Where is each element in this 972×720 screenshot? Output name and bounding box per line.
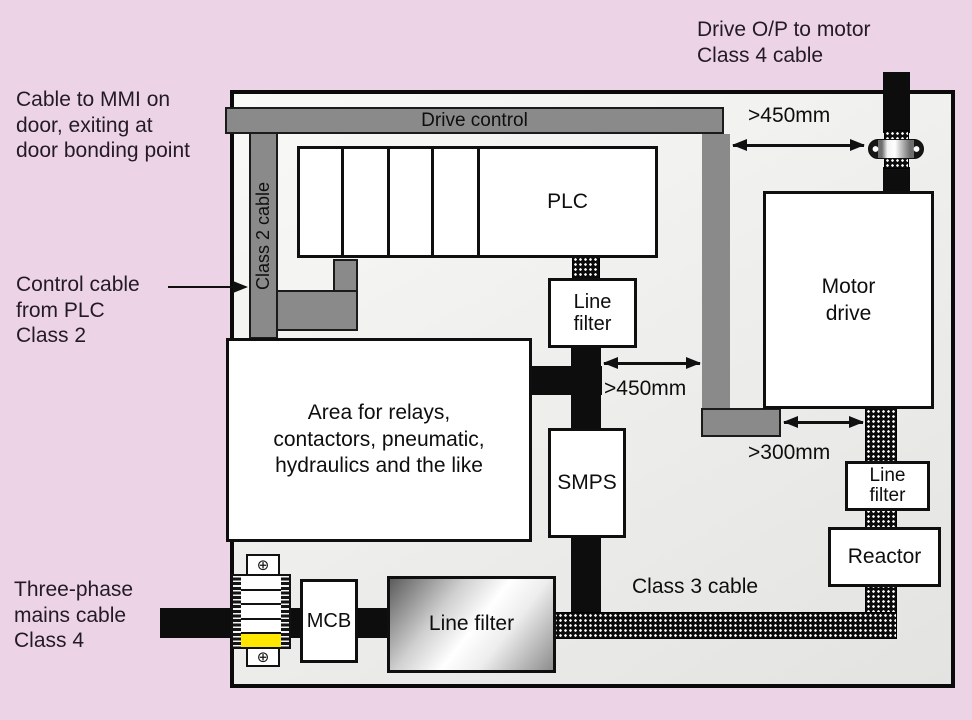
arrowhead-left-icon: [732, 139, 747, 151]
plc-drop-stub: [333, 259, 358, 295]
terminal-screw-top: ⊕: [246, 554, 280, 576]
drive-output-cable-upper: [883, 72, 910, 133]
terminal-rows: [241, 576, 281, 647]
dim-top-clearance: >450mm: [748, 104, 831, 127]
terminal-row: [241, 590, 281, 604]
smps-box: SMPS: [548, 428, 626, 538]
plc-filter-link: [572, 256, 600, 280]
drive-control-label: Drive control: [421, 109, 528, 131]
terminal-screw-bottom: ⊕: [246, 647, 280, 667]
smps-label: SMPS: [557, 470, 617, 494]
label-mmi-cable: Cable to MMI on door, exiting at door bo…: [16, 88, 190, 163]
line-filter-right-box: Line filter: [845, 461, 930, 511]
plc-module-divider: [341, 149, 344, 255]
reactor-label: Reactor: [847, 544, 922, 568]
drive-output-cable-lower: [883, 167, 910, 193]
drive-control-bar: Drive control: [225, 107, 724, 134]
class2-cable-duct: Class 2 cable: [249, 132, 278, 339]
arrowhead-right-icon: [686, 357, 701, 369]
relay-area-box: Area for relays, contactors, pneumatic, …: [226, 338, 532, 542]
dim-line: [733, 144, 864, 147]
motor-cable-vertical: [865, 408, 897, 639]
dim-line: [784, 421, 863, 424]
drive-control-leg: [702, 134, 730, 410]
label-class3-cable: Class 3 cable: [632, 575, 759, 598]
mcb-label: MCB: [306, 609, 352, 632]
arrowhead-right-icon: [233, 281, 248, 293]
screw-icon: ⊕: [256, 649, 270, 666]
terminal-rail-left: [233, 576, 241, 647]
plc-module-divider: [477, 149, 480, 255]
class3-cable-run: [552, 612, 897, 639]
reactor-box: Reactor: [828, 527, 941, 587]
arrowhead-right-icon: [849, 416, 864, 428]
line-filter-top-box: Line filter: [548, 278, 637, 348]
terminal-rail-right: [281, 576, 289, 647]
relay-area-label: Area for relays, contactors, pneumatic, …: [273, 400, 485, 478]
plc-label: PLC: [547, 189, 588, 213]
drive-control-end-cap: [701, 408, 781, 437]
relay-area-cable: [532, 366, 602, 395]
line-filter-right-label: Line filter: [869, 465, 906, 506]
terminal-block: [231, 574, 291, 649]
terminal-row: [241, 605, 281, 618]
dim-mid-clearance: >450mm: [604, 377, 687, 400]
line-filter-bottom-box: Line filter: [387, 576, 556, 673]
cable-clamp: [868, 139, 924, 159]
line-filter-bottom-label: Line filter: [428, 612, 515, 636]
line-filter-top-label: Line filter: [573, 291, 612, 335]
label-mains-cable: Three-phase mains cable Class 4: [14, 578, 134, 653]
label-control-cable: Control cable from PLC Class 2: [16, 273, 140, 348]
dim-line: [604, 362, 700, 365]
mcb-box: MCB: [300, 579, 358, 663]
screw-icon: ⊕: [256, 557, 270, 574]
gland-hatch-lower: [884, 157, 909, 169]
terminal-row: [241, 576, 281, 589]
terminal-row: [241, 619, 281, 633]
class2-cable-label: Class 2 cable: [253, 181, 273, 290]
plc-label-section: PLC: [480, 149, 655, 255]
label-drive-output: Drive O/P to motor Class 4 cable: [697, 18, 871, 67]
arrowhead-left-icon: [603, 357, 618, 369]
pointer-line: [168, 286, 246, 288]
motor-drive-label: Motor drive: [821, 274, 876, 325]
arrowhead-right-icon: [850, 139, 865, 151]
arrowhead-left-icon: [783, 416, 798, 428]
dim-drive-clearance: >300mm: [748, 441, 831, 464]
motor-drive-box: Motor drive: [763, 191, 934, 409]
plc-rack: PLC: [297, 146, 658, 258]
plc-control-duct: [276, 290, 358, 331]
plc-module-divider: [387, 149, 390, 255]
terminal-row-earth: [241, 634, 281, 647]
plc-module-divider: [431, 149, 434, 255]
